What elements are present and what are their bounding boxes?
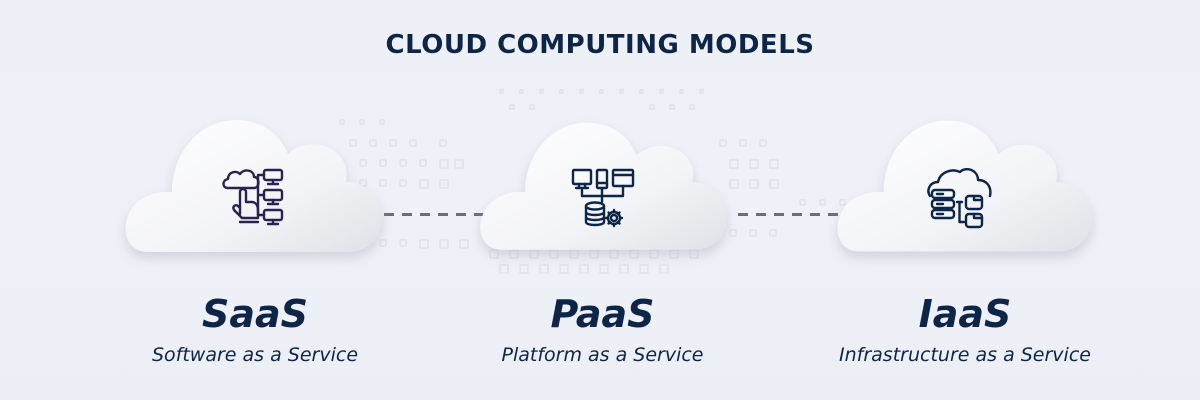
iaas-label: IaaS Infrastructure as a Service: [800, 292, 1130, 368]
paas-full-name: Platform as a Service: [501, 344, 704, 366]
cloud-shape: [125, 120, 383, 252]
cloud-shape: [480, 122, 728, 250]
iaas-abbreviation: IaaS: [918, 292, 1012, 336]
saas-full-name: Software as a Service: [151, 344, 359, 366]
paas-abbreviation: PaaS: [550, 292, 655, 336]
dashed-connector-paas-iaas: [738, 213, 838, 216]
saas-cloud: [120, 112, 390, 272]
saas-abbreviation: SaaS: [201, 292, 309, 336]
iaas-cloud: [832, 112, 1100, 272]
iaas-full-name: Infrastructure as a Service: [839, 344, 1091, 366]
saas-label: SaaS Software as a Service: [110, 292, 400, 368]
paas-label: PaaS Platform as a Service: [455, 292, 750, 368]
dashed-connector-saas-paas: [384, 213, 484, 216]
paas-cloud: [475, 112, 735, 272]
cloud-shape: [837, 120, 1093, 252]
diagram-title: CLOUD COMPUTING MODELS: [385, 30, 815, 60]
cloud-hand-servers-icon: [222, 168, 284, 226]
devices-database-gear-icon: [571, 168, 635, 228]
cloud-server-folders-icon: [927, 168, 992, 229]
